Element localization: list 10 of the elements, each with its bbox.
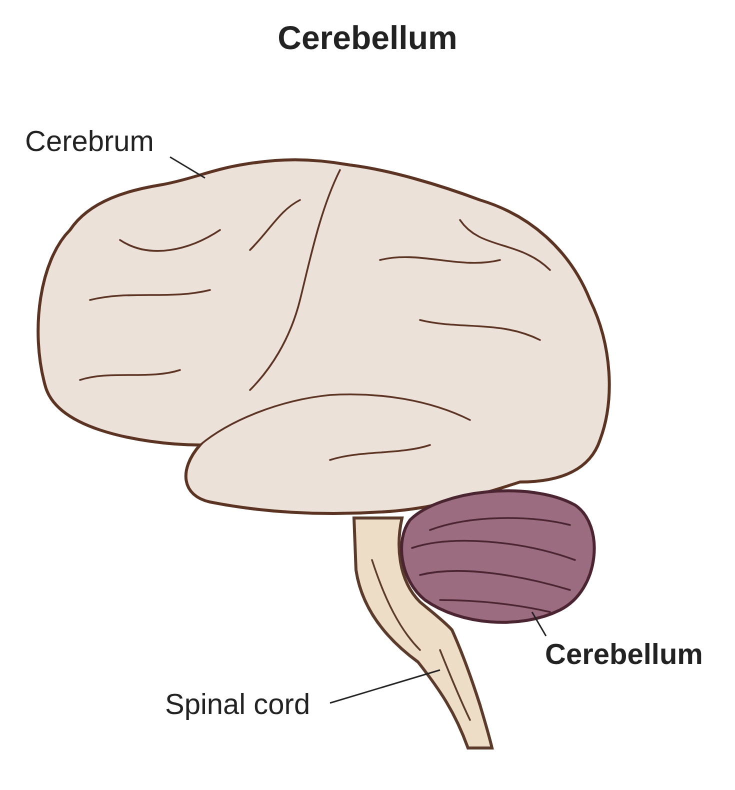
leader-line: [330, 669, 440, 704]
leader-line: [170, 156, 206, 179]
title: Cerebellum: [276, 18, 458, 58]
part-label: Spinal cord: [165, 688, 310, 722]
cerebellum-drawing: [400, 489, 596, 624]
part-label: Cerebellum: [545, 638, 703, 672]
spinal-cord-drawing: [352, 516, 494, 750]
part-label: Cerebrum: [25, 125, 154, 159]
cerebrum-drawing: [36, 158, 611, 516]
leader-line: [531, 612, 547, 636]
